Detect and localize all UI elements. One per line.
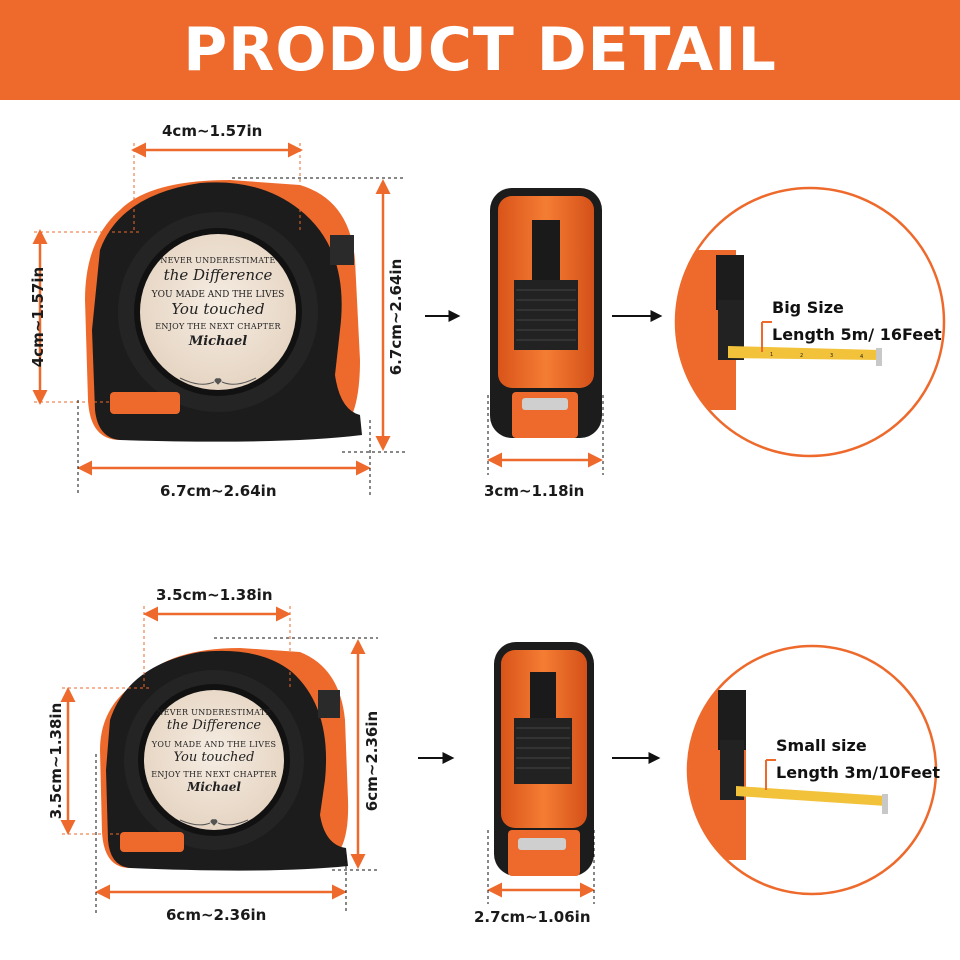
big-dial-height-label: 4cm~1.57in: [29, 266, 47, 368]
dial-line-4: You touched: [171, 300, 265, 318]
big-body-width-label: 6.7cm~2.64in: [160, 482, 277, 500]
small-body-height-label: 6cm~2.36in: [363, 710, 381, 812]
small-depth-label: 2.7cm~1.06in: [474, 908, 591, 926]
dial-line-3: YOU MADE AND THE LIVES: [151, 290, 285, 300]
big-depth-label: 3cm~1.18in: [484, 482, 585, 500]
dial-line-5: ENJOY THE NEXT CHAPTER: [151, 770, 277, 779]
big-tape-zoom: 1 2 3 4: [674, 186, 946, 458]
dial-line-3: YOU MADE AND THE LIVES: [151, 740, 277, 749]
small-tape-zoom: [686, 644, 938, 896]
small-tape-dimensions: [60, 606, 595, 914]
big-length-label: Length 5m/ 16Feet: [772, 325, 942, 344]
dial-line-1: NEVER UNDERESTIMATE: [156, 708, 272, 717]
svg-text:1: 1: [770, 352, 773, 358]
small-tape-front: [100, 648, 349, 871]
small-dial-height-label: 3.5cm~1.38in: [47, 702, 65, 820]
big-tape-front: [85, 180, 362, 442]
svg-text:4: 4: [860, 354, 863, 360]
page-title: PRODUCT DETAIL: [183, 15, 777, 85]
laurel-heart-icon: [179, 377, 257, 385]
small-length-label: Length 3m/10Feet: [776, 763, 941, 782]
big-tape-dimensions: [32, 142, 604, 495]
laurel-heart-icon: [179, 819, 249, 826]
banner: PRODUCT DETAIL: [0, 0, 960, 100]
dial-line-5: ENJOY THE NEXT CHAPTER: [155, 322, 281, 331]
dial-line-6: Michael: [188, 334, 248, 349]
svg-text:2: 2: [800, 353, 803, 359]
small-body-width-label: 6cm~2.36in: [166, 906, 267, 924]
small-dial-width-label: 3.5cm~1.38in: [156, 586, 273, 604]
big-dial-width-label: 4cm~1.57in: [162, 122, 263, 140]
dial-line-6: Michael: [187, 780, 241, 794]
small-tape-side: [494, 642, 594, 876]
big-tape-side: [490, 188, 602, 438]
dial-line-2: the Difference: [166, 718, 262, 733]
dial-line-1: NEVER UNDERESTIMATE: [160, 256, 276, 265]
svg-text:3: 3: [830, 353, 833, 359]
dial-line-2: the Difference: [163, 266, 273, 284]
dial-line-4: You touched: [173, 750, 255, 765]
big-size-label: Big Size: [772, 298, 844, 317]
small-size-label: Small size: [776, 736, 867, 755]
big-body-height-label: 6.7cm~2.64in: [387, 258, 405, 376]
